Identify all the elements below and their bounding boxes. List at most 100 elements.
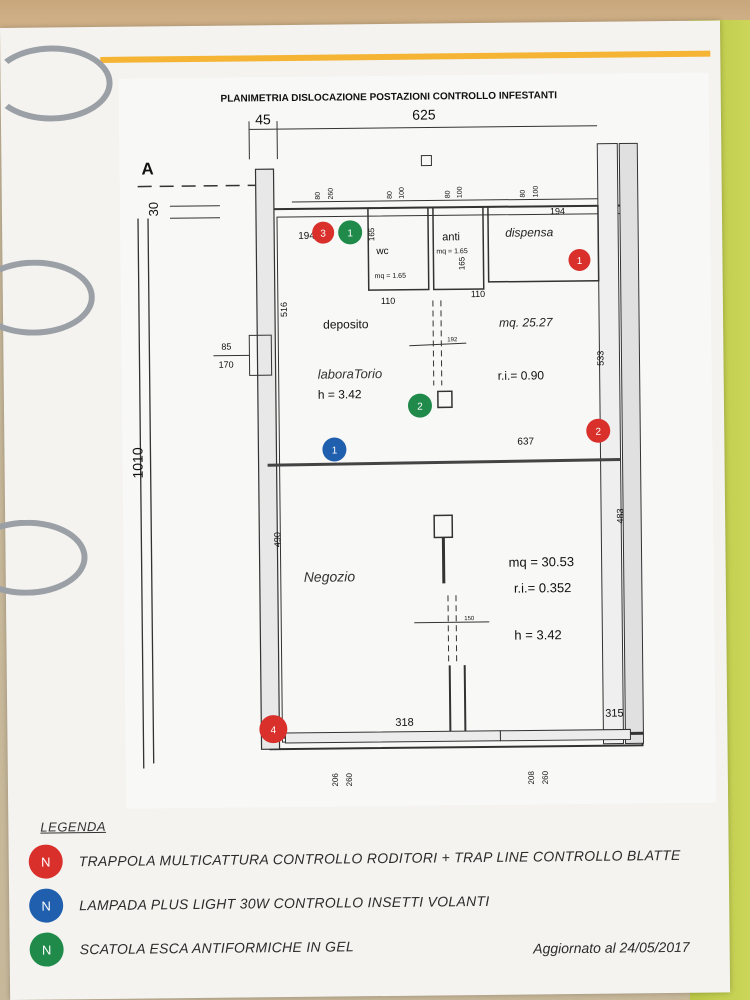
legend-text: SCATOLA ESCA ANTIFORMICHE IN GEL: [79, 938, 355, 958]
room-anti-label: anti: [442, 231, 460, 243]
left-wall-outer: [137, 218, 145, 769]
dim-80-a: 80: [315, 192, 322, 200]
binder-ring: [0, 519, 88, 597]
dim-165-b: 165: [457, 256, 466, 270]
negozio-area: mq = 30.53: [509, 554, 575, 570]
top-square: [420, 154, 432, 167]
section-line: [137, 184, 260, 188]
plan-title: PLANIMETRIA DISLOCAZIONE POSTAZIONI CONT…: [220, 90, 557, 105]
dim-516: 516: [279, 302, 289, 317]
room-anti-area: mq = 1.65: [436, 248, 468, 255]
room-laboratorio-label: laboraTorio: [318, 366, 383, 382]
blue-marker-icon: N: [29, 888, 64, 923]
dim-260-b: 260: [345, 772, 354, 786]
center-dash: [432, 300, 435, 386]
outer-walls: [263, 204, 644, 751]
document-sheet: PLANIMETRIA DISLOCAZIONE POSTAZIONI CONT…: [0, 20, 731, 1000]
dim-483: 483: [615, 508, 625, 523]
dim-260-a: 260: [328, 188, 335, 200]
dim-line-top: [249, 125, 598, 130]
room-wc: [367, 206, 430, 291]
marker-number: 3: [320, 229, 326, 240]
marker-number: 4: [271, 725, 277, 736]
shop-divider: [463, 665, 467, 732]
dim-tick: [169, 205, 220, 207]
marker-green-2[interactable]: 2: [407, 393, 432, 418]
dim-110-a: 110: [381, 296, 395, 306]
legend-text: LAMPADA PLUS LIGHT 30W CONTROLLO INSETTI…: [79, 892, 490, 914]
dim-tick: [169, 217, 221, 219]
dim-80-b: 80: [387, 191, 394, 199]
dim-150: 150: [464, 616, 475, 622]
dim-625: 625: [412, 106, 436, 122]
center-dash: [447, 595, 450, 666]
dim-100-a: 100: [399, 187, 406, 199]
dim-110-b: 110: [471, 289, 485, 299]
red-marker-icon: N: [28, 844, 63, 879]
center-dash: [455, 595, 458, 666]
dim-100-b: 100: [457, 186, 464, 198]
dim-100-c: 100: [533, 186, 540, 198]
dim-533: 533: [595, 351, 605, 366]
lab-area: mq. 25.27: [499, 315, 554, 330]
dim-315: 315: [605, 708, 623, 720]
dim-194-right: 194: [550, 206, 565, 216]
negozio-height: h = 3.42: [514, 627, 562, 642]
top-wall-line: [291, 198, 598, 203]
marker-red-2[interactable]: 2: [586, 418, 611, 443]
marker-red-3[interactable]: 3: [312, 221, 335, 244]
room-dispensa-label: dispensa: [505, 225, 554, 240]
dim-637: 637: [517, 436, 534, 447]
room-dispensa: [487, 204, 600, 283]
lab-height: h = 3.42: [318, 387, 362, 401]
dim-80-c: 80: [445, 190, 452, 198]
marker-red-4[interactable]: 4: [259, 715, 288, 744]
dim-206: 206: [331, 773, 340, 787]
dim-165-a: 165: [367, 227, 376, 241]
shop-divider: [448, 665, 452, 732]
marker-red-1[interactable]: 1: [568, 248, 591, 271]
updated-date: Aggiornato al 24/05/2017: [533, 938, 690, 957]
inner-walls: [276, 212, 633, 743]
center-cross: [414, 621, 490, 624]
dim-194-left: 194: [298, 231, 315, 242]
room-wc-label: wc: [375, 246, 388, 257]
marker-green-1[interactable]: 1: [338, 220, 363, 245]
pillar: [433, 514, 454, 539]
dim-85: 85: [221, 342, 231, 352]
room-deposito-label: deposito: [323, 317, 369, 331]
floor-plan: PLANIMETRIA DISLOCAZIONE POSTAZIONI CONT…: [118, 72, 717, 809]
marker-number: 1: [347, 228, 353, 239]
legend-item-insect-lamp: N LAMPADA PLUS LIGHT 30W CONTROLLO INSET…: [29, 883, 490, 924]
partition-wall: [267, 458, 621, 467]
marker-number: 1: [332, 445, 338, 456]
bottom-window-left: [284, 730, 501, 744]
dim-208: 208: [527, 771, 536, 785]
marker-number: 1: [577, 256, 583, 267]
room-wc-area: mq = 1.65: [375, 273, 407, 280]
lab-ri: r.i.= 0.90: [498, 368, 545, 382]
dim-1010: 1010: [129, 447, 145, 479]
green-marker-icon: N: [29, 932, 64, 967]
bottom-window-right: [499, 728, 631, 742]
left-wall-inner: [147, 218, 155, 764]
legend-text: TRAPPOLA MULTICATTURA CONTROLLO RODITORI…: [78, 846, 681, 870]
dim-80-d: 80: [520, 190, 527, 198]
center-dash: [440, 300, 443, 386]
dim-490: 490: [272, 532, 282, 547]
right-wall-stripe: [596, 143, 625, 745]
marker-blue-1[interactable]: 1: [322, 437, 347, 462]
legend-item-ant-bait: N SCATOLA ESCA ANTIFORMICHE IN GEL: [29, 928, 354, 967]
orange-tab-edge: [100, 50, 711, 63]
marker-number: 2: [595, 427, 601, 438]
marker-number: 2: [417, 402, 423, 413]
right-outer-wall: [618, 142, 645, 744]
dim-192: 192: [447, 337, 458, 343]
room-negozio-label: Negozio: [304, 568, 356, 585]
dim-318: 318: [395, 717, 413, 729]
binder-ring: [0, 259, 96, 337]
negozio-ri: r.i.= 0.352: [514, 580, 572, 596]
corridor-wall: [254, 168, 281, 750]
section-label: A: [141, 159, 153, 178]
binder-ring: [0, 44, 113, 123]
